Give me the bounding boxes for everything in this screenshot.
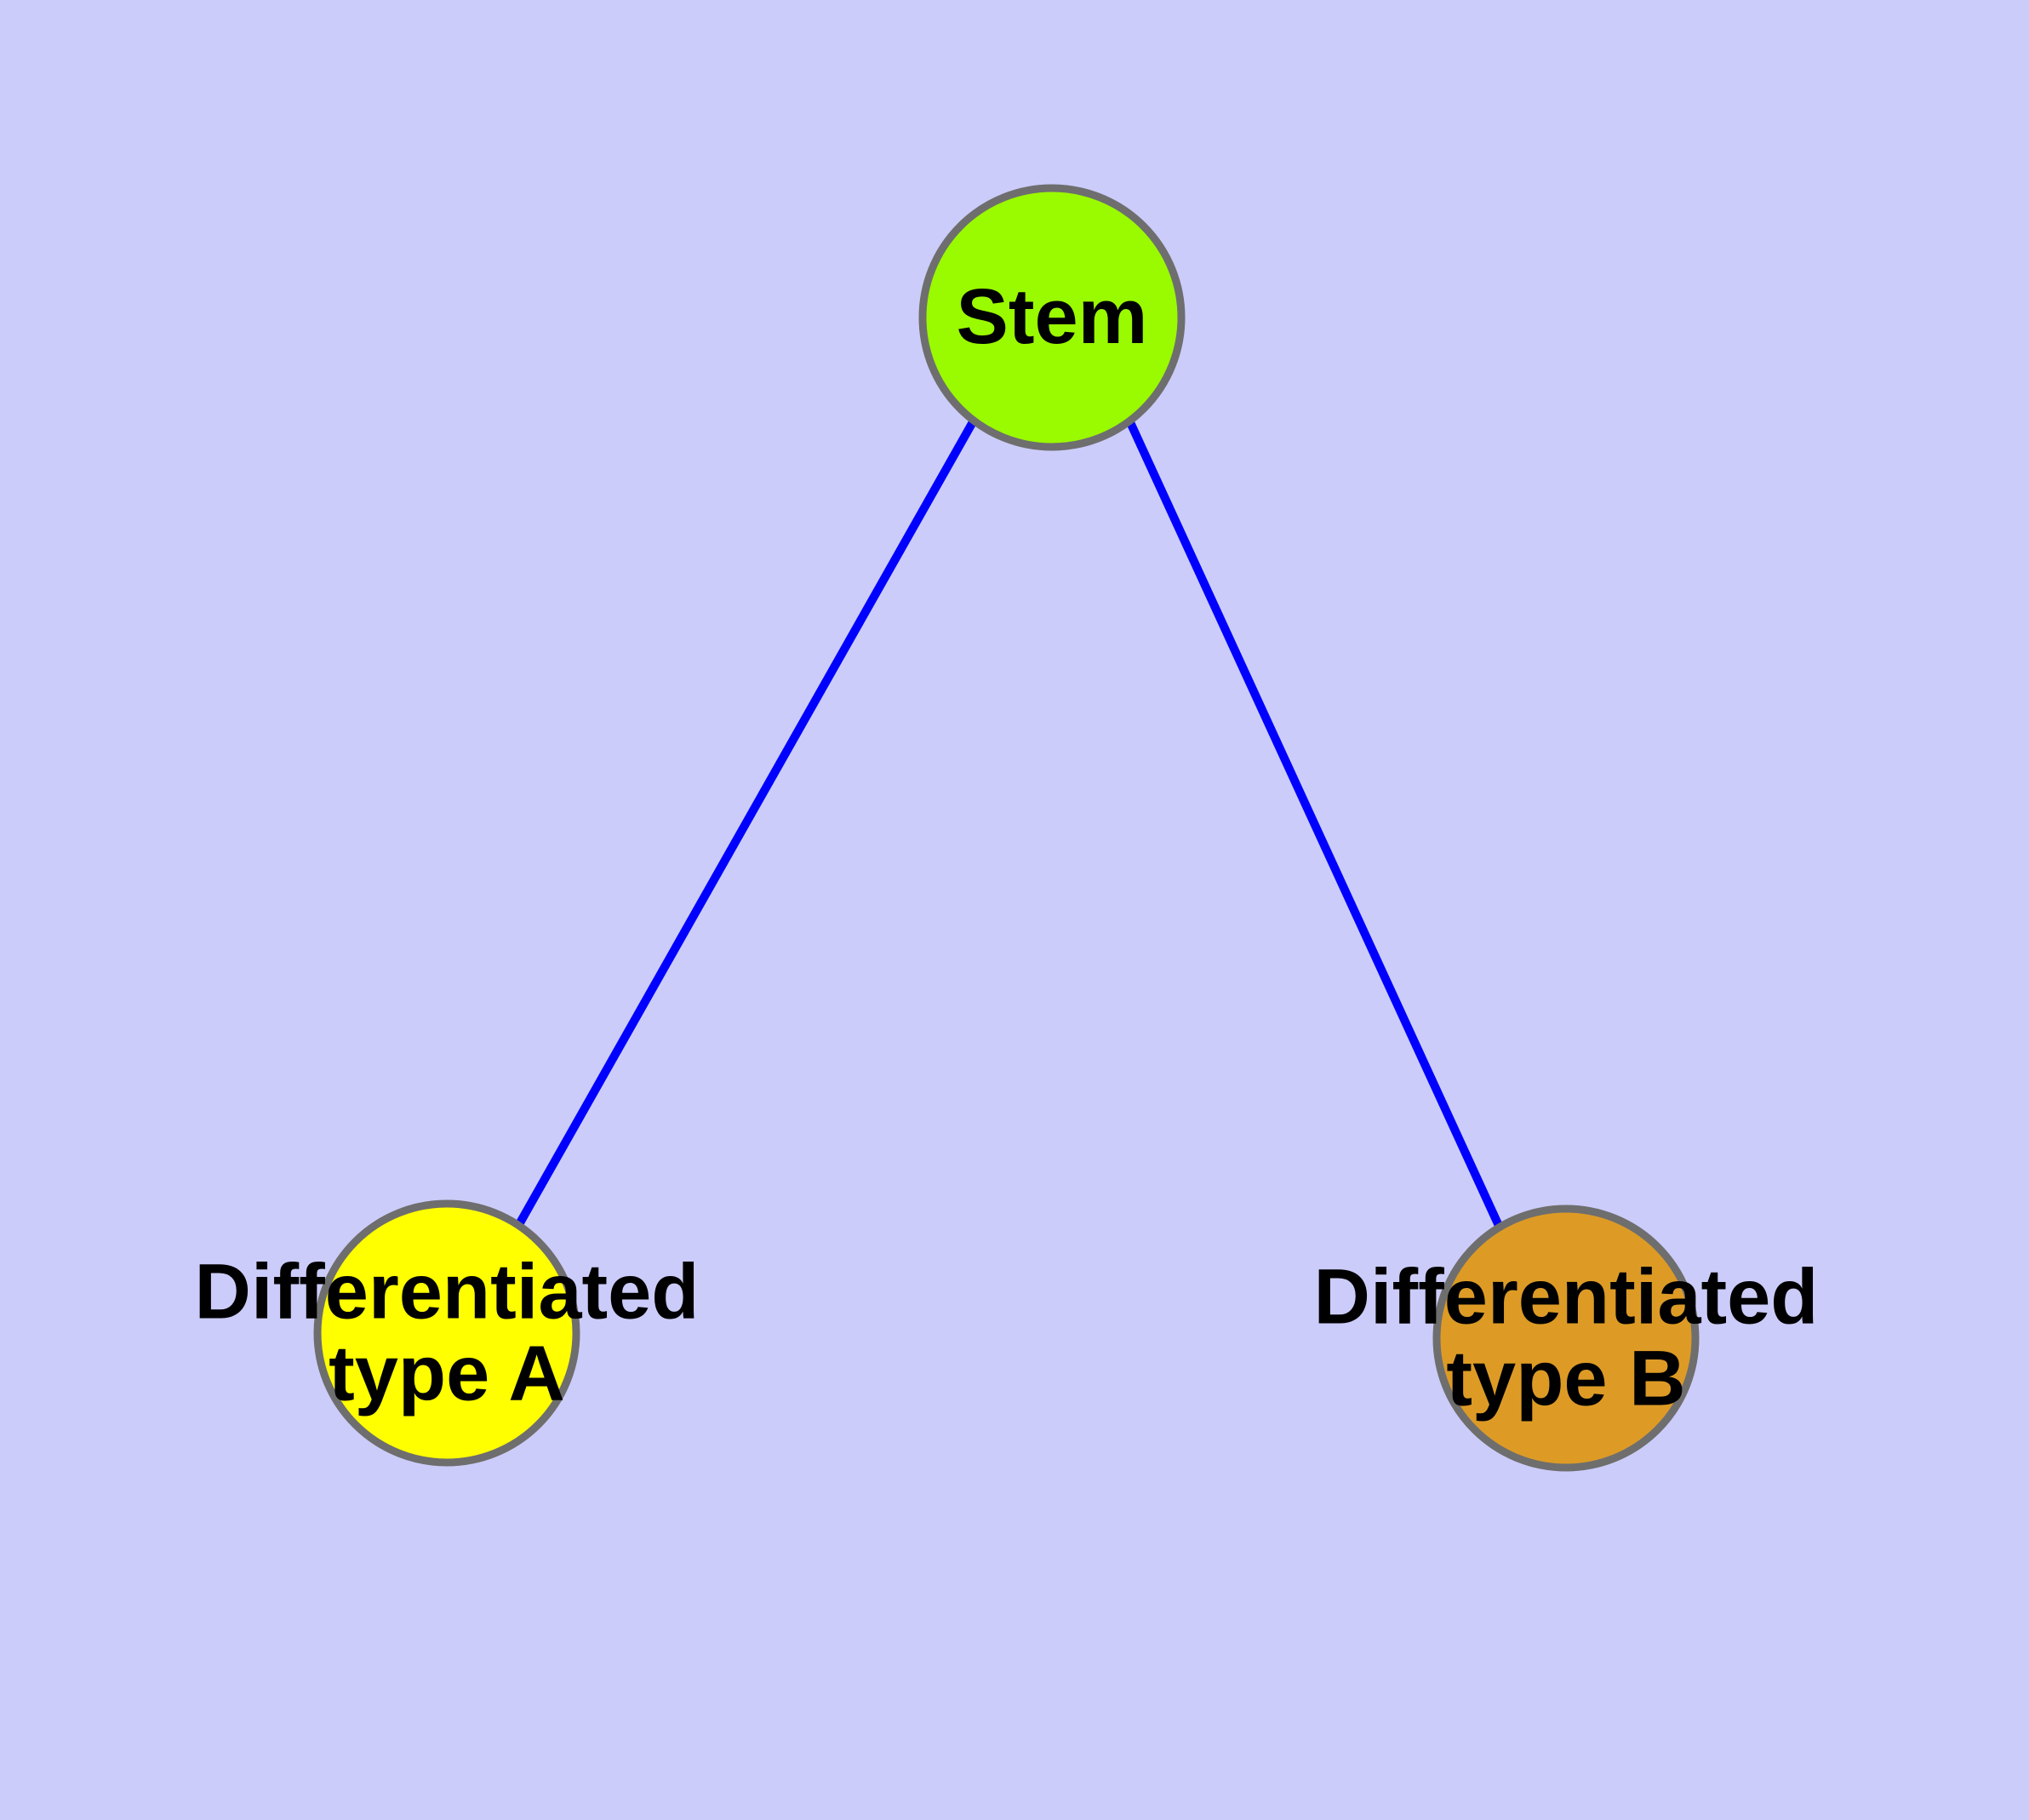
edge-stem-to-differentiated-type-a[interactable] (514, 418, 978, 1228)
edge-layer (514, 418, 1504, 1230)
node-differentiated-type-a[interactable] (313, 1199, 580, 1467)
edge-stem-to-differentiated-type-b[interactable] (1125, 418, 1504, 1230)
node-stem[interactable] (918, 184, 1186, 451)
node-differentiated-type-b[interactable] (1432, 1205, 1700, 1472)
node-layer (313, 184, 1700, 1472)
